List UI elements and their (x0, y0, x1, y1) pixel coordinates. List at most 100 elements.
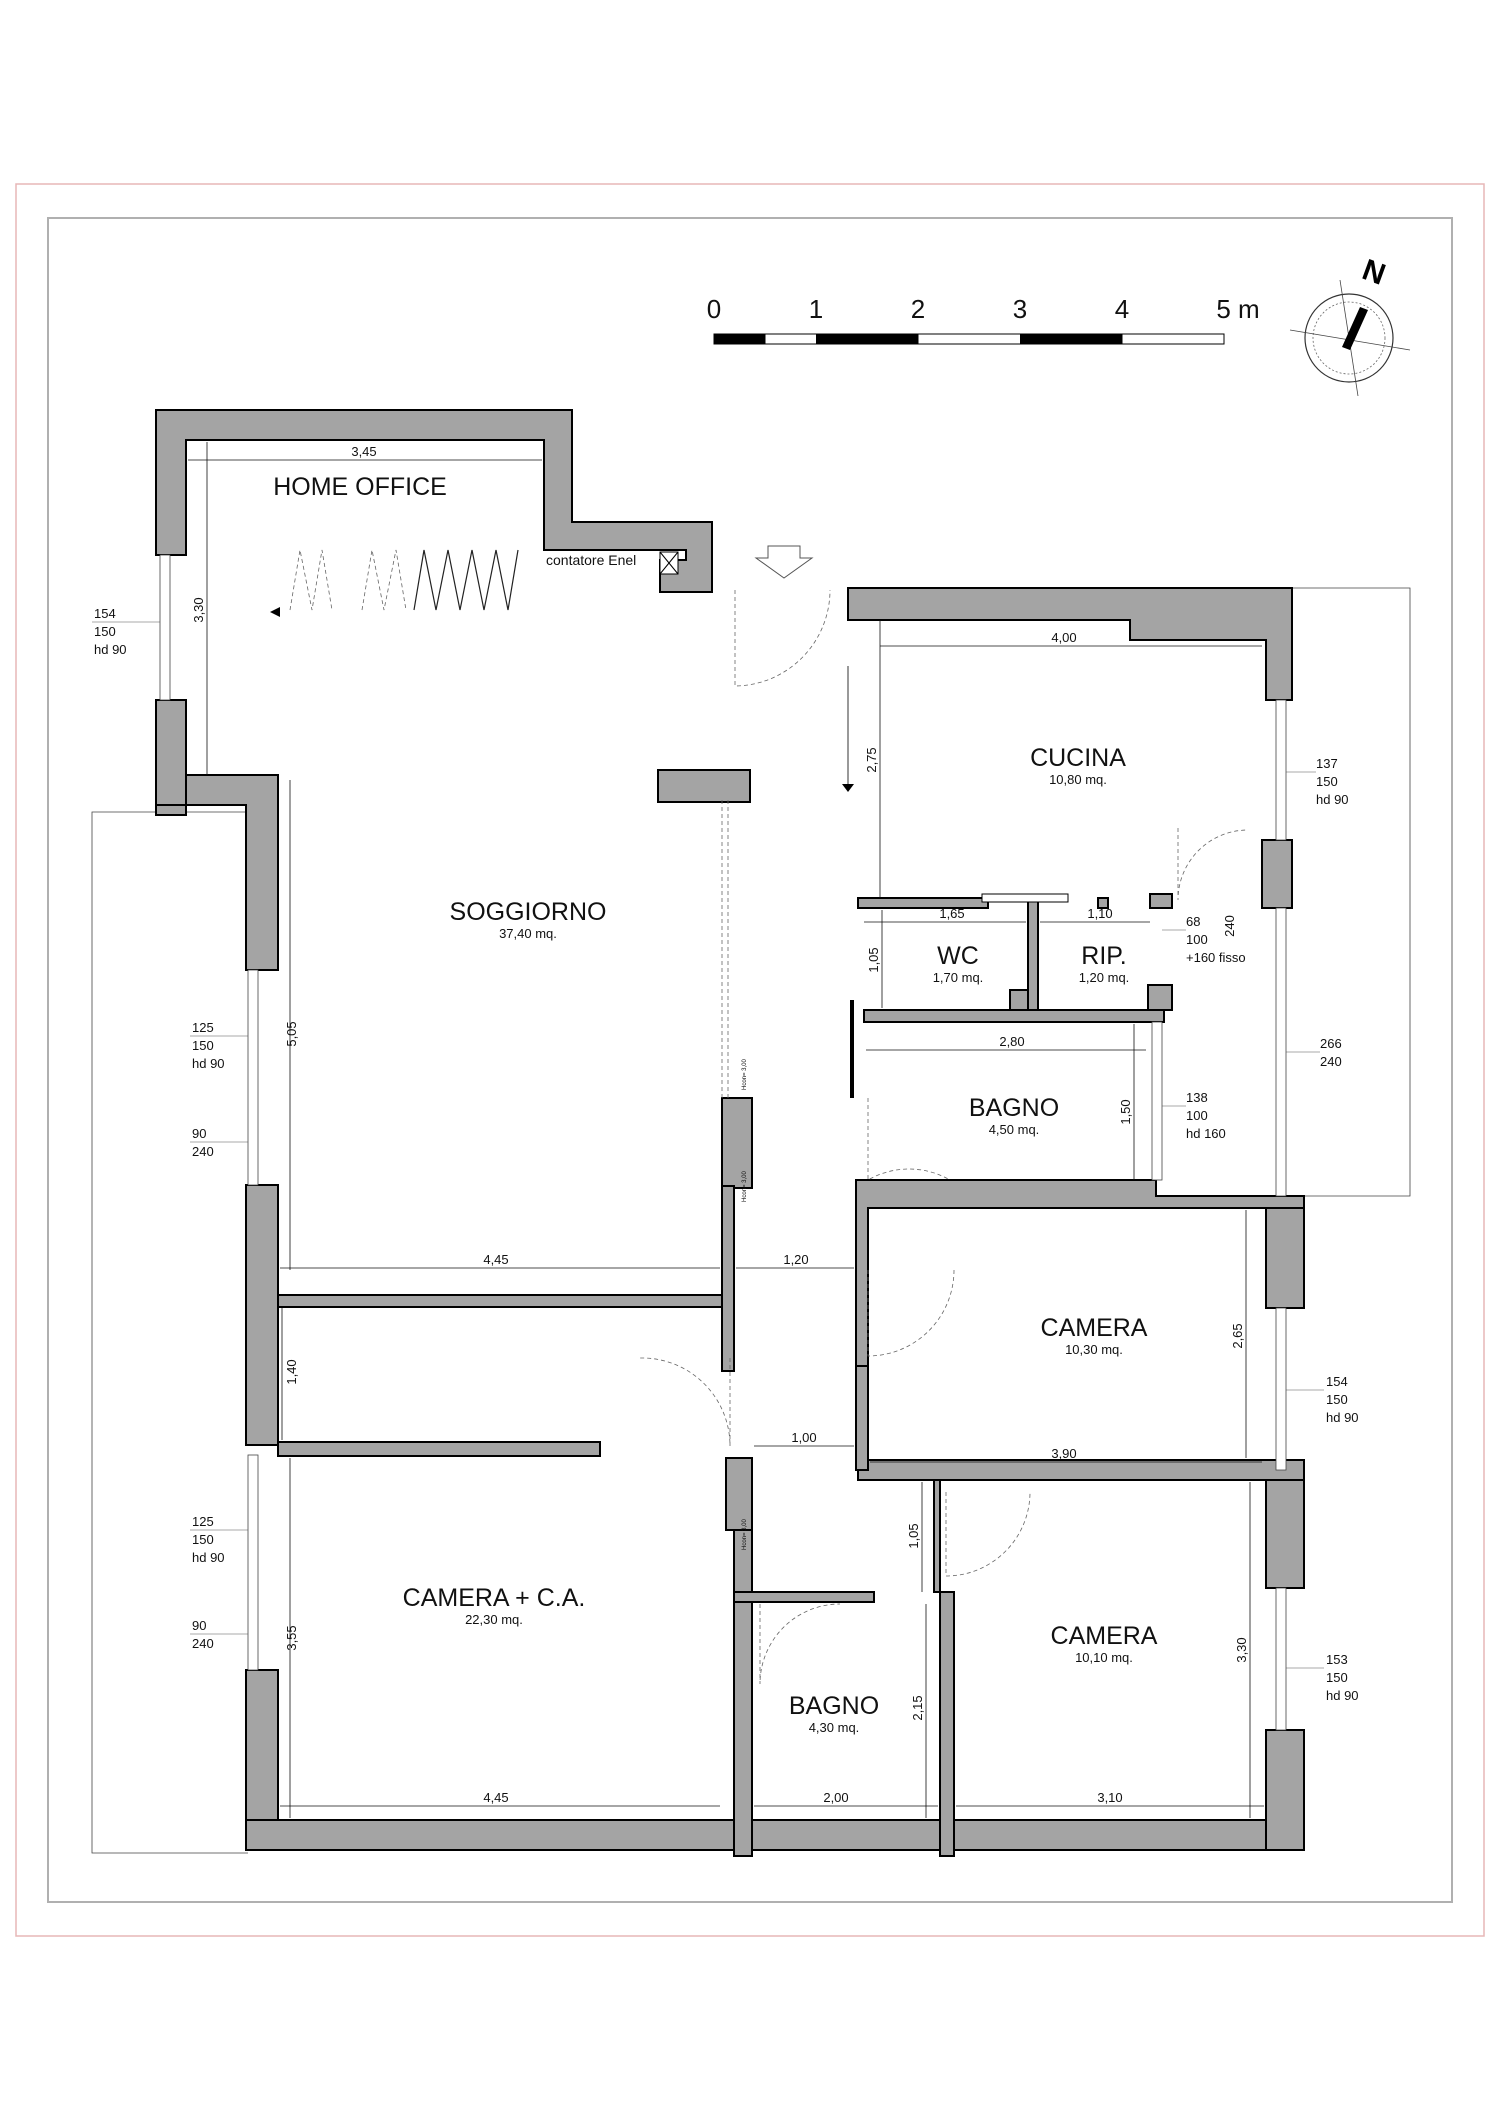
dim-label: 3,45 (351, 444, 376, 459)
room-camera2-area: 10,10 mq. (1075, 1650, 1133, 1665)
room-labels: HOME OFFICE SOGGIORNO 37,40 mq. CUCINA 1… (273, 473, 1158, 1735)
room-camera2-name: CAMERA (1051, 1622, 1158, 1650)
svg-text:154: 154 (1326, 1374, 1348, 1389)
svg-text:125: 125 (192, 1020, 214, 1035)
svg-text:100: 100 (1186, 1108, 1208, 1123)
room-bagno1-area: 4,50 mq. (989, 1122, 1040, 1137)
svg-text:100: 100 (1186, 932, 1208, 947)
scale-label-0: 0 (707, 294, 721, 324)
height-note: Hcon= 3,00 (742, 1058, 748, 1090)
dim-label: 3,55 (284, 1625, 299, 1650)
dim-label: 3,30 (191, 597, 206, 622)
room-camera-ca-name: CAMERA + C.A. (403, 1584, 586, 1612)
svg-text:hd 90: hd 90 (1326, 1688, 1359, 1703)
window-camera-1-label: 154 150 hd 90 (1286, 1374, 1359, 1425)
window-camera-2-label: 153 150 hd 90 (1286, 1652, 1359, 1703)
svg-text:150: 150 (1326, 1670, 1348, 1685)
windows (159, 554, 1287, 1731)
door-swings (639, 589, 1249, 1685)
dim-label: 1,00 (791, 1430, 816, 1445)
svg-text:240: 240 (1222, 915, 1237, 937)
dim-label: 1,20 (783, 1252, 808, 1267)
svg-text:hd 90: hd 90 (192, 1550, 225, 1565)
svg-text:150: 150 (1316, 774, 1338, 789)
svg-text:hd 90: hd 90 (94, 642, 127, 657)
svg-text:154: 154 (94, 606, 116, 621)
window-balcony-label: 266 240 (1286, 1036, 1342, 1069)
scale-label-4: 4 (1115, 294, 1129, 324)
scale-label-2: 2 (911, 294, 925, 324)
balcony-east (1292, 587, 1411, 1197)
room-bagno2-area: 4,30 mq. (809, 1720, 860, 1735)
svg-text:hd 90: hd 90 (192, 1056, 225, 1071)
room-soggiorno-name: SOGGIORNO (450, 898, 607, 926)
window-camera-ca-2-label: 90 240 (190, 1618, 248, 1651)
arrow-left-icon (270, 607, 280, 617)
dim-label: 2,80 (999, 1034, 1024, 1049)
svg-text:150: 150 (192, 1038, 214, 1053)
svg-text:153: 153 (1326, 1652, 1348, 1667)
dim-label: 1,10 (1087, 906, 1112, 921)
room-rip-name: RIP. (1081, 942, 1126, 970)
dim-label: 4,45 (483, 1252, 508, 1267)
dim-label: 1,50 (1118, 1099, 1133, 1124)
folding-partition (270, 549, 519, 617)
dim-label: 3,90 (1051, 1446, 1076, 1461)
room-camera-ca-area: 22,30 mq. (465, 1612, 523, 1627)
walls (155, 409, 1305, 1857)
sheet-border (15, 183, 1485, 1937)
window-soggiorno-2-label: 90 240 (190, 1126, 248, 1159)
dim-label: 1,05 (866, 947, 881, 972)
dim-label: 2,75 (864, 747, 879, 772)
room-cucina-name: CUCINA (1030, 744, 1126, 772)
scale-label-5: 5 m (1216, 294, 1259, 324)
dimension-labels: 3,45 3,30 4,00 2,75 1,65 1,10 1,05 2,80 … (191, 444, 1249, 1805)
entrance-arrow-icon (754, 545, 814, 579)
height-notes: Hcon= 3,00 Hcon= 3,00 Hcon= 3,00 (742, 1058, 748, 1550)
window-home-office-label: 154 150 hd 90 (92, 606, 160, 657)
window-camera-ca-1-label: 125 150 hd 90 (190, 1514, 248, 1565)
dim-label: 5,05 (284, 1021, 299, 1046)
scale-label-1: 1 (809, 294, 823, 324)
scale-label-3: 3 (1013, 294, 1027, 324)
svg-text:150: 150 (1326, 1392, 1348, 1407)
dim-label: 2,65 (1230, 1323, 1245, 1348)
window-cucina-label: 137 150 hd 90 (1286, 756, 1349, 807)
dim-label: 2,00 (823, 1790, 848, 1805)
dim-label: 1,40 (284, 1359, 299, 1384)
dim-label: 2,15 (910, 1695, 925, 1720)
room-bagno1-name: BAGNO (969, 1094, 1059, 1122)
dim-label: 4,45 (483, 1790, 508, 1805)
scale-bar: 0 1 2 3 4 5 m (707, 294, 1260, 345)
svg-text:hd 160: hd 160 (1186, 1126, 1226, 1141)
svg-text:240: 240 (192, 1636, 214, 1651)
window-labels: 154 150 hd 90 137 150 hd 90 68 100 +160 … (92, 606, 1359, 1703)
dimension-lines (188, 442, 1264, 1818)
balcony-west (91, 811, 248, 1854)
window-rip-label: 68 100 +160 fisso 240 (1162, 914, 1246, 965)
svg-text:240: 240 (192, 1144, 214, 1159)
height-note: Hcon= 3,00 (742, 1518, 748, 1550)
meter-label: contatore Enel (546, 552, 636, 568)
svg-text:68: 68 (1186, 914, 1200, 929)
svg-text:90: 90 (192, 1126, 206, 1141)
svg-text:240: 240 (1320, 1054, 1342, 1069)
room-camera1-area: 10,30 mq. (1065, 1342, 1123, 1357)
svg-text:+160 fisso: +160 fisso (1186, 950, 1246, 965)
room-camera1-name: CAMERA (1041, 1314, 1148, 1342)
north-label: N (1358, 253, 1390, 291)
room-rip-area: 1,20 mq. (1079, 970, 1130, 985)
svg-text:90: 90 (192, 1618, 206, 1633)
room-soggiorno-area: 37,40 mq. (499, 926, 557, 941)
dim-label: 1,05 (906, 1523, 921, 1548)
room-wc-area: 1,70 mq. (933, 970, 984, 985)
room-home-office-name: HOME OFFICE (273, 473, 447, 501)
svg-text:125: 125 (192, 1514, 214, 1529)
svg-text:137: 137 (1316, 756, 1338, 771)
dim-label: 3,10 (1097, 1790, 1122, 1805)
room-wc-name: WC (937, 942, 979, 970)
svg-text:138: 138 (1186, 1090, 1208, 1105)
dim-label: 3,30 (1234, 1637, 1249, 1662)
room-cucina-area: 10,80 mq. (1049, 772, 1107, 787)
